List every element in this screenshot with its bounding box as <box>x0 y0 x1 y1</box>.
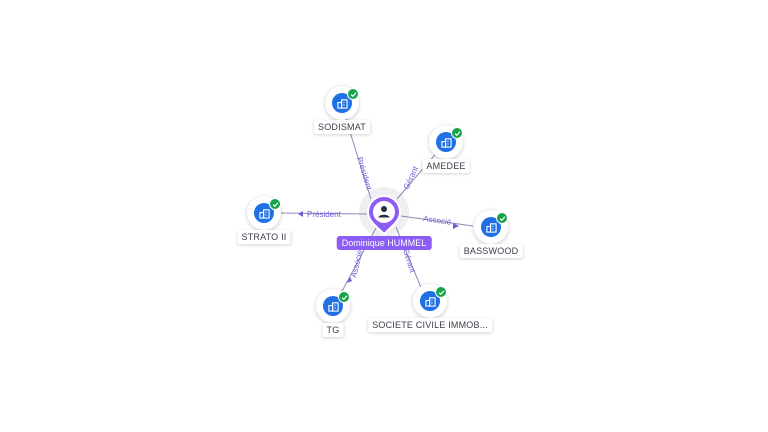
edge-amedee: Gérant <box>396 149 440 200</box>
verified-check-icon <box>435 286 447 298</box>
node-label: SOCIETE CIVILE IMMOB... <box>368 318 492 332</box>
company-icon <box>323 296 343 316</box>
node-label: BASSWOOD <box>459 244 523 258</box>
company-icon <box>332 93 352 113</box>
node-label: STRATO II <box>237 230 291 244</box>
edge-label-societe-civile: Gérant <box>401 248 417 275</box>
node-label: TG <box>322 323 344 337</box>
verified-check-icon <box>338 291 350 303</box>
center-label: Dominique HUMMEL <box>336 236 432 250</box>
edge-label-sodismat: Président <box>355 156 374 192</box>
node-circle <box>429 125 463 159</box>
edge-strato: Président <box>279 210 368 219</box>
edge-label-tg: Associé <box>349 249 365 279</box>
node-label: SODISMAT <box>314 120 370 134</box>
edge-label-strato: Président <box>307 210 342 219</box>
edge-arrow <box>347 277 352 283</box>
company-icon <box>420 291 440 311</box>
verified-check-icon <box>269 198 281 210</box>
person-icon <box>367 195 401 235</box>
edge-arrow <box>453 223 459 229</box>
company-icon <box>481 217 501 237</box>
verified-check-icon <box>496 212 508 224</box>
company-icon <box>436 132 456 152</box>
verified-check-icon <box>347 88 359 100</box>
edge-label-amedee: Gérant <box>402 164 421 191</box>
company-icon <box>254 203 274 223</box>
edge-basswood: Associé <box>400 214 474 229</box>
edge-arrow <box>298 211 303 217</box>
verified-check-icon <box>451 127 463 139</box>
edge-label-basswood: Associé <box>423 214 453 227</box>
node-label: AMEDEE <box>422 159 470 173</box>
node-circle <box>247 196 281 230</box>
